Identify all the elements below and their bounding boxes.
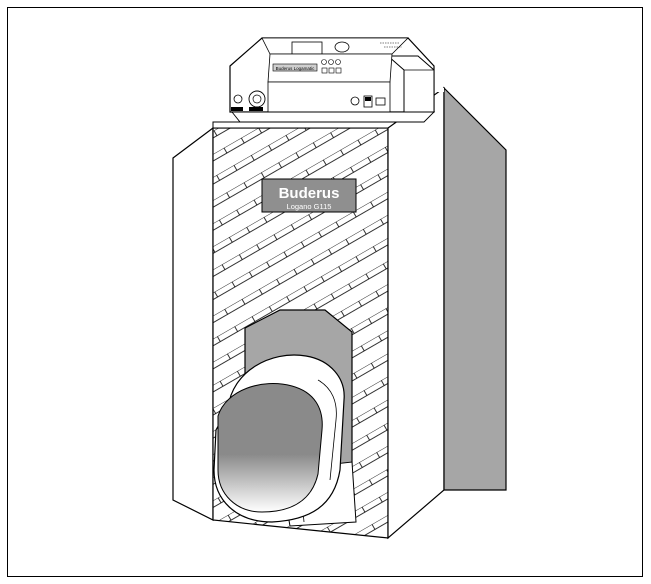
control-buttons — [321, 59, 342, 74]
brand-model: Logano G115 — [287, 202, 332, 211]
controller-label: Buderus Logamatic — [276, 66, 316, 71]
switch-circle — [350, 96, 360, 106]
main-dial — [334, 41, 350, 53]
left-knob — [233, 94, 243, 104]
boiler-right-front — [387, 86, 445, 540]
brand-plate: Buderus Logano G115 — [261, 178, 357, 213]
control-unit: Buderus Logamatic — [229, 37, 435, 113]
boiler-left-side — [172, 126, 214, 521]
display-screen — [291, 41, 323, 55]
switch-rocker — [363, 95, 373, 108]
switch-square — [375, 97, 386, 106]
control-mount — [231, 111, 436, 123]
oil-burner — [213, 354, 345, 523]
brand-name: Buderus — [279, 185, 340, 202]
